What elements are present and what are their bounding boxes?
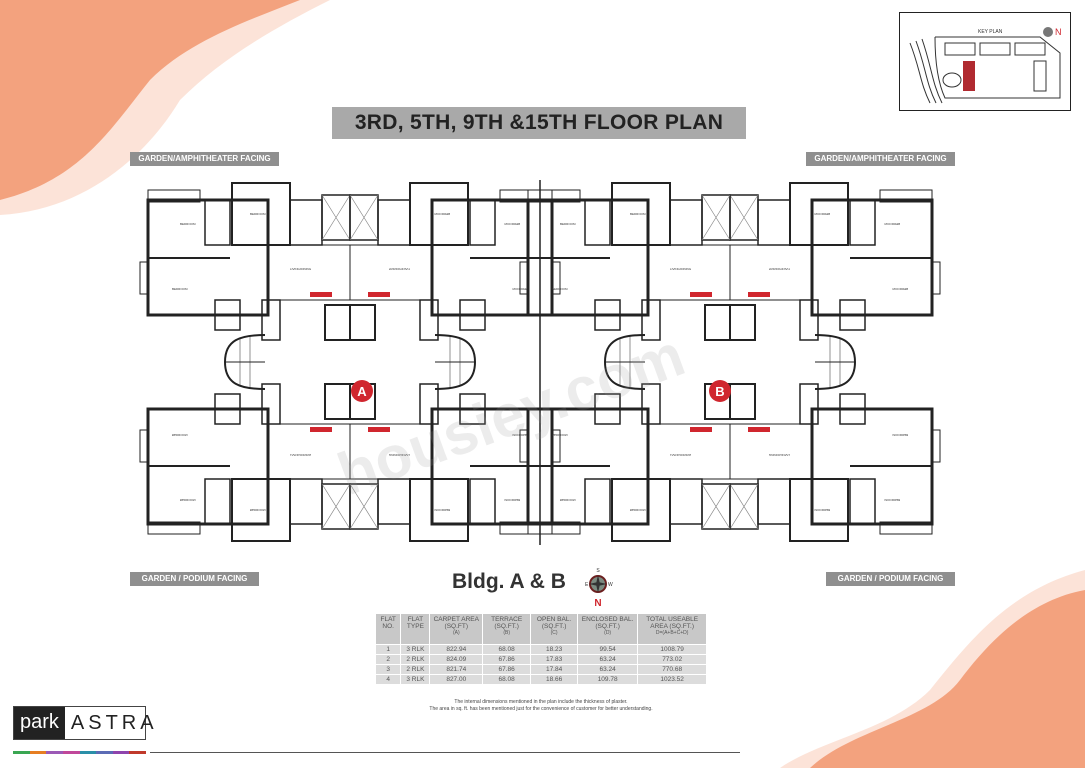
disclaimer-note: The internal dimensions mentioned in the… (375, 699, 707, 713)
table-header: FLAT TYPE (400, 613, 431, 645)
table-cell: 822.94 (429, 644, 484, 655)
table-cell: 18.66 (530, 674, 578, 685)
header-sub: (D) (604, 630, 612, 636)
facing-label-top-right: GARDEN/AMPHITHEATER FACING (806, 152, 955, 166)
park-astra-logo: park ASTRA (13, 706, 154, 740)
table-cell: 99.54 (576, 644, 639, 655)
compass-w: W (608, 582, 613, 588)
header-main: ENCLOSED BAL.(SQ.FT.) (581, 616, 634, 630)
table-cell: 68.08 (482, 644, 532, 655)
note-line-2: The area in sq. ft. has been mentioned j… (429, 706, 653, 712)
table-cell: 821.74 (429, 664, 484, 675)
logo-bar-segment (96, 751, 113, 754)
table-cell: 2 (374, 654, 402, 665)
table-header: TOTAL USEABLE AREA (SQ.FT.)D=(A+B+C+D) (637, 613, 707, 645)
table-cell: 3 RLK (400, 674, 431, 685)
table-cell: 824.09 (429, 654, 484, 665)
facing-label-bottom-left: GARDEN / PODIUM FACING (130, 572, 259, 586)
compass-n: N (594, 598, 601, 609)
building-b-marker (709, 380, 731, 402)
building-a-letter: A (357, 384, 367, 399)
compass-s: S (596, 568, 600, 574)
table-cell: 3 RLK (400, 644, 431, 655)
compass-icon: S E W N (585, 568, 613, 609)
table-cell: 4 (374, 674, 402, 685)
logo-bar-segment (79, 751, 97, 754)
logo-bar-segment (62, 751, 80, 754)
logo-park: park (14, 707, 65, 739)
key-plan: KEY PLAN N (899, 12, 1071, 111)
header-main: FLAT NO. (380, 616, 396, 630)
orange-blob-bottom-right-light (780, 570, 1085, 768)
header-sub: (A) (452, 630, 460, 636)
table-header: OPEN BAL. (SQ.FT.)(C) (530, 613, 578, 645)
orange-blob-bottom-right (810, 590, 1085, 768)
table-cell: 770.68 (637, 664, 707, 675)
highlighted-building (963, 61, 975, 91)
divider (150, 752, 740, 753)
north-icon (1043, 27, 1053, 37)
table-cell: 3 (374, 664, 402, 675)
table-cell: 17.83 (530, 654, 578, 665)
header-main: TOTAL USEABLE AREA (SQ.FT.) (646, 616, 699, 630)
table-cell: 773.02 (637, 654, 707, 665)
header-sub: D=(A+B+C+D) (655, 630, 689, 636)
key-plan-label: KEY PLAN (978, 29, 1003, 35)
logo-bar-segment (129, 751, 146, 754)
facing-label-bottom-right: GARDEN / PODIUM FACING (826, 572, 955, 586)
table-cell: 18.23 (530, 644, 578, 655)
orange-blob-top-left-light (0, 0, 330, 215)
compass-e: E (585, 582, 589, 588)
table-header: ENCLOSED BAL.(SQ.FT.)(D) (576, 613, 639, 645)
header-main: TERRACE (SQ.FT.) (491, 616, 523, 630)
table-cell: 2 RLK (400, 664, 431, 675)
header-sub: (B) (503, 630, 510, 636)
header-main: CARPET AREA (SQ.FT) (433, 616, 479, 630)
facing-label-top-left: GARDEN/AMPHITHEATER FACING (130, 152, 279, 166)
building-b-letter: B (715, 384, 724, 399)
table-cell: 67.86 (482, 654, 532, 665)
table-cell: 63.24 (576, 654, 639, 665)
table-cell: 2 RLK (400, 654, 431, 665)
table-cell: 827.00 (429, 674, 484, 685)
key-plan-north: N (1055, 27, 1062, 37)
table-cell: 1008.79 (637, 644, 707, 655)
logo-color-bar (13, 751, 146, 754)
table-cell: 63.24 (576, 664, 639, 675)
table-cell: 1 (374, 644, 402, 655)
note-line-1: The internal dimensions mentioned in the… (454, 699, 628, 705)
logo-bar-segment (13, 751, 30, 754)
table-cell: 68.08 (482, 674, 532, 685)
table-cell: 17.84 (530, 664, 578, 675)
logo-bar-segment (112, 751, 130, 754)
table-cell: 109.78 (576, 674, 639, 685)
header-main: FLAT TYPE (406, 616, 424, 630)
logo-astra: ASTRA (70, 711, 158, 734)
logo-bar-segment (46, 751, 63, 754)
header-main: OPEN BAL. (SQ.FT.) (536, 616, 572, 630)
header-sub: (C) (550, 630, 558, 636)
table-cell: 67.86 (482, 664, 532, 675)
building-label: Bldg. A & B (452, 570, 566, 593)
logo-bar-segment (29, 751, 47, 754)
table-header: TERRACE (SQ.FT.)(B) (482, 613, 532, 645)
table-cell: 1023.52 (637, 674, 707, 685)
table-header: CARPET AREA (SQ.FT)(A) (429, 613, 484, 645)
building-a-marker (351, 380, 373, 402)
orange-blob-top-left (0, 0, 300, 200)
page-title: 3RD, 5TH, 9TH &15TH FLOOR PLAN (332, 107, 746, 139)
table-header: FLAT NO. (374, 613, 402, 645)
